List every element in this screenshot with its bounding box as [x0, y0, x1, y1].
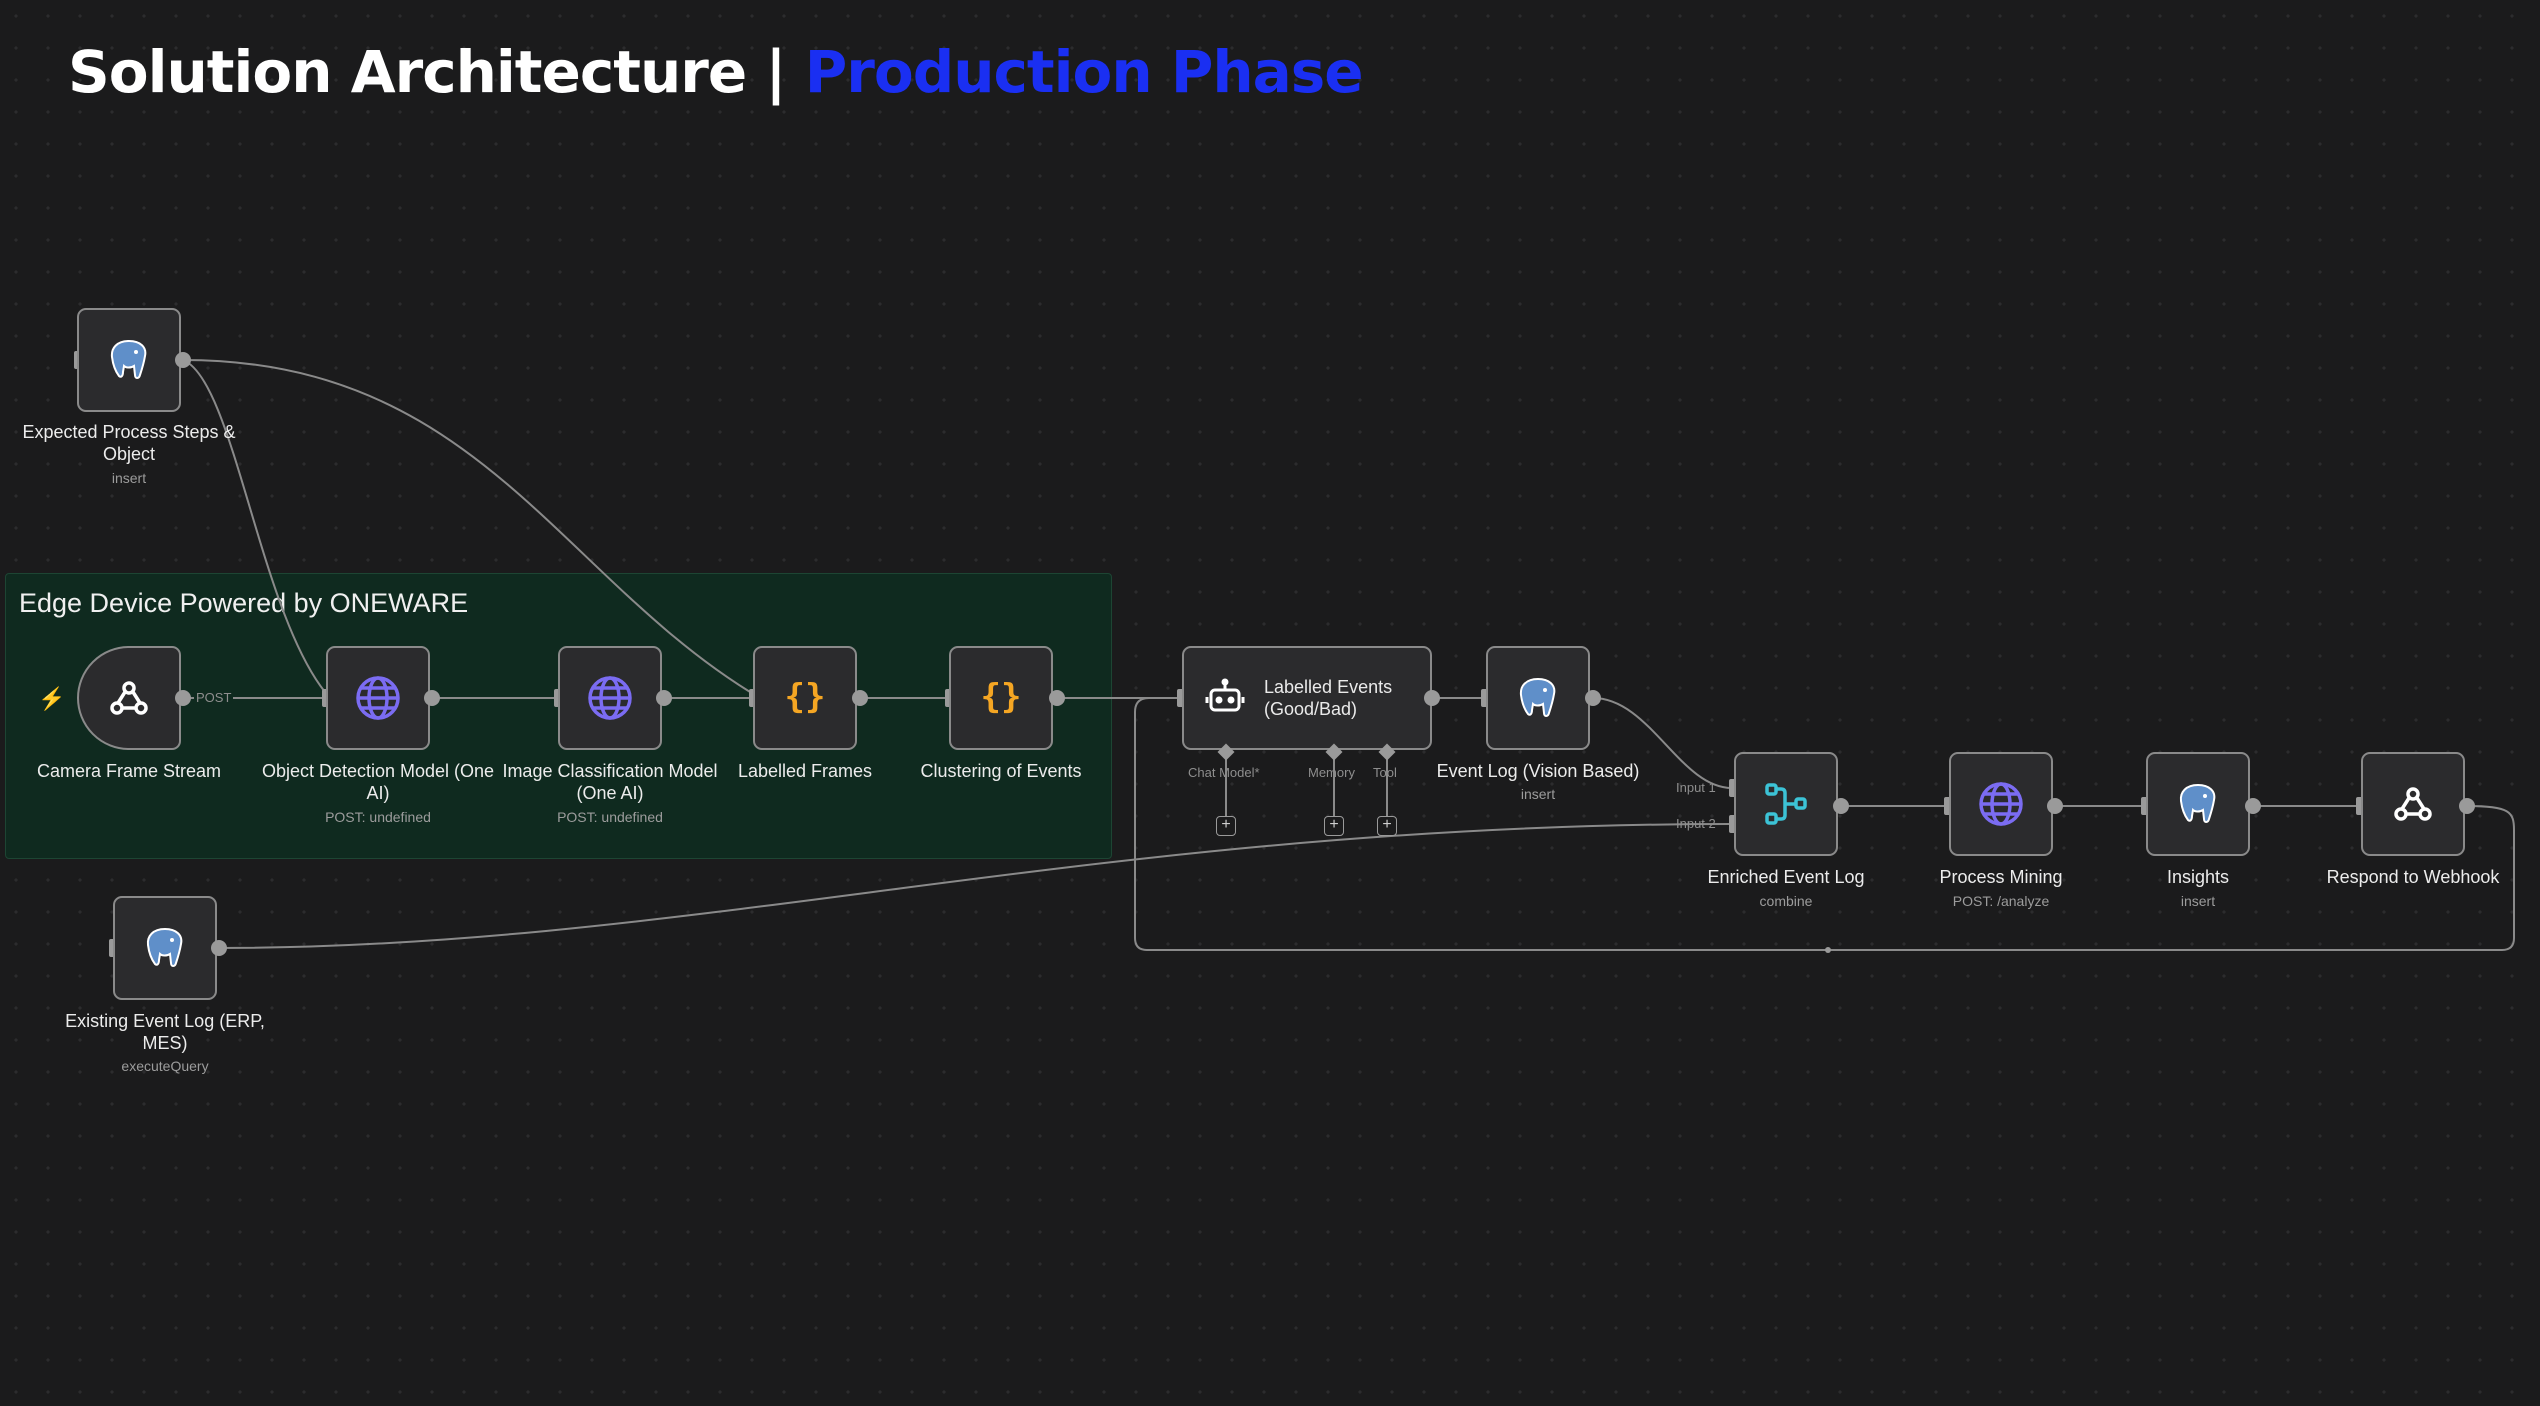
chat-model-port-label: Chat Model*	[1188, 765, 1260, 780]
labelled-events-label: Labelled Events (Good/Bad)	[1264, 677, 1393, 719]
clustering-output-port[interactable]	[1049, 690, 1065, 706]
object-detection-node[interactable]	[326, 646, 430, 750]
imgclass-output-port[interactable]	[656, 690, 672, 706]
expected-steps-node[interactable]	[77, 308, 181, 412]
expected-steps-label: Expected Process Steps & Object	[22, 422, 236, 464]
process-mining-node[interactable]	[1949, 752, 2053, 856]
loop-midpoint-dot	[1825, 947, 1831, 953]
globe-icon	[586, 674, 634, 722]
enriched-node[interactable]	[1734, 752, 1838, 856]
webhook-icon	[104, 673, 154, 723]
image-classification-sub: POST: undefined	[557, 809, 663, 825]
enriched-input-1-label: Input 1	[1676, 780, 1716, 795]
process-mining-label: Process Mining	[1939, 867, 2063, 887]
labelled-events-node[interactable]: Labelled Events (Good/Bad)	[1182, 646, 1432, 750]
labelled-frames-label: Labelled Frames	[737, 761, 873, 781]
event-log-node[interactable]	[1486, 646, 1590, 750]
image-classification-label: Image Classification Model (One AI)	[502, 761, 718, 803]
page-title: Solution Architecture | Production Phase	[68, 38, 1364, 106]
labelled-events-output-port[interactable]	[1424, 690, 1440, 706]
event-log-output-port[interactable]	[1585, 690, 1601, 706]
memory-port-label: Memory	[1308, 765, 1355, 780]
process-mining-input-port[interactable]	[1944, 797, 1952, 815]
group-title: Edge Device Powered by ONEWARE	[19, 588, 469, 618]
objdet-output-port[interactable]	[424, 690, 440, 706]
labelled-frames-output-port[interactable]	[852, 690, 868, 706]
respond-label: Respond to Webhook	[2326, 867, 2500, 887]
globe-icon	[1977, 780, 2025, 828]
respond-input-port[interactable]	[2356, 797, 2364, 815]
webhook-icon	[2388, 779, 2438, 829]
tool-port-label: Tool	[1373, 765, 1397, 780]
insights-input-port[interactable]	[2141, 797, 2149, 815]
image-classification-node[interactable]	[558, 646, 662, 750]
enriched-sub: combine	[1759, 893, 1813, 909]
globe-icon	[354, 674, 402, 722]
postgres-elephant-icon	[1513, 673, 1563, 723]
labelled-frames-node[interactable]: {}	[753, 646, 857, 750]
insights-output-port[interactable]	[2245, 798, 2261, 814]
process-mining-output-port[interactable]	[2047, 798, 2063, 814]
process-mining-sub: POST: /analyze	[1952, 893, 2050, 909]
merge-icon	[1761, 779, 1811, 829]
insights-sub: insert	[2180, 893, 2216, 909]
enriched-output-port[interactable]	[1833, 798, 1849, 814]
event-log-label: Event Log (Vision Based)	[1436, 761, 1640, 781]
object-detection-sub: POST: undefined	[325, 809, 431, 825]
robot-icon	[1204, 677, 1246, 719]
camera-output-port[interactable]	[175, 690, 191, 706]
respond-node[interactable]	[2361, 752, 2465, 856]
trigger-bolt-icon: ⚡	[38, 686, 66, 711]
event-log-input-port[interactable]	[1481, 689, 1489, 707]
postgres-elephant-icon	[2173, 779, 2223, 829]
svg-text:{}: {}	[785, 677, 826, 717]
enriched-input-2-port[interactable]	[1729, 815, 1737, 833]
expected-steps-sub: insert	[111, 470, 147, 486]
clustering-node[interactable]: {}	[949, 646, 1053, 750]
enriched-input-1-port[interactable]	[1729, 779, 1737, 797]
camera-label: Camera Frame Stream	[36, 761, 222, 781]
labelled-events-input-port[interactable]	[1177, 689, 1185, 707]
existing-log-output-port[interactable]	[211, 940, 227, 956]
enriched-label: Enriched Event Log	[1707, 867, 1865, 887]
existing-log-sub: executeQuery	[121, 1058, 209, 1074]
svg-text:{}: {}	[981, 677, 1022, 717]
enriched-input-2-label: Input 2	[1676, 816, 1716, 831]
add-chat-model-button[interactable]: +	[1216, 816, 1236, 836]
respond-output-port[interactable]	[2459, 798, 2475, 814]
object-detection-label: Object Detection Model (One AI)	[261, 761, 495, 803]
event-log-sub: insert	[1520, 786, 1556, 802]
insights-node[interactable]	[2146, 752, 2250, 856]
camera-post-edge-label: POST	[194, 690, 234, 705]
expected-steps-output-port[interactable]	[175, 352, 191, 368]
existing-log-label: Existing Event Log (ERP, MES)	[65, 1011, 265, 1053]
title-main: Solution Architecture |	[68, 38, 805, 106]
add-tool-button[interactable]: +	[1377, 816, 1397, 836]
camera-node[interactable]	[77, 646, 181, 750]
postgres-elephant-icon	[104, 335, 154, 385]
add-memory-button[interactable]: +	[1324, 816, 1344, 836]
title-highlight: Production Phase	[804, 38, 1364, 106]
code-braces-icon: {}	[780, 673, 830, 723]
existing-log-node[interactable]	[113, 896, 217, 1000]
postgres-elephant-icon	[140, 923, 190, 973]
clustering-label: Clustering of Events	[920, 761, 1082, 781]
insights-label: Insights	[2166, 867, 2230, 887]
code-braces-icon: {}	[976, 673, 1026, 723]
